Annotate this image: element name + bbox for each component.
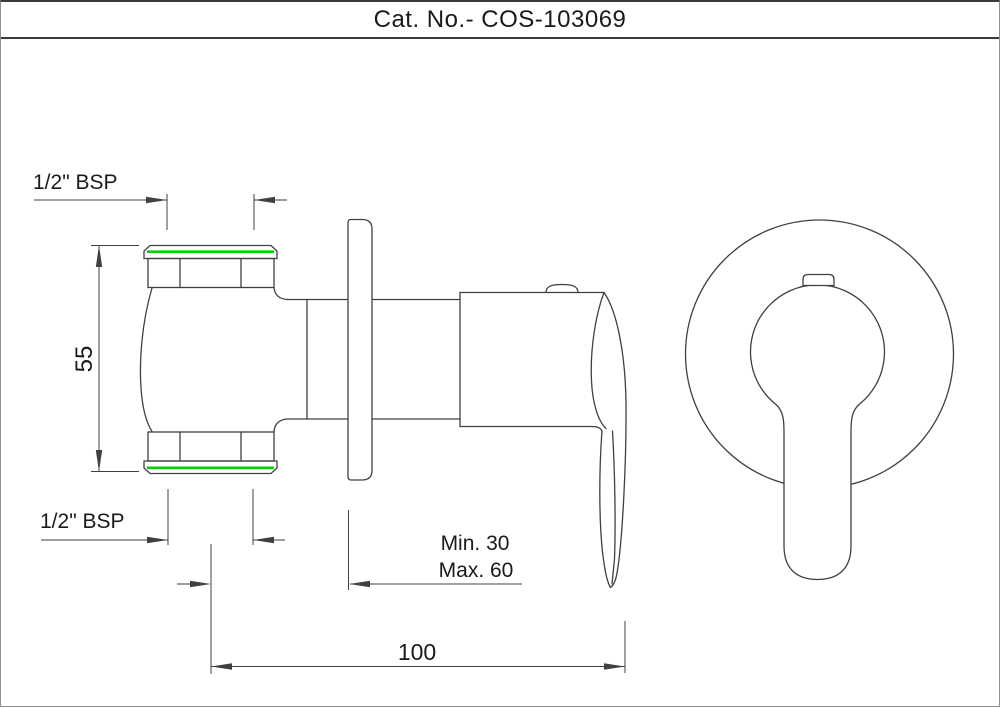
index-button-front xyxy=(802,273,835,287)
lever-outer-edge xyxy=(603,291,627,589)
index-button-side xyxy=(545,283,579,294)
valve-body-curve xyxy=(139,287,153,433)
lever-inner-upper-edge xyxy=(590,291,607,430)
thread-size-label-top: 1/2" BSP xyxy=(33,171,118,194)
handle-body-bottom-edge xyxy=(459,425,603,432)
sleeve-top-left xyxy=(273,286,349,301)
thread-size-label-bottom: 1/2" BSP xyxy=(40,510,125,533)
height-dimension-label: 55 xyxy=(71,345,98,373)
catalog-number: Cat. No.- COS-103069 xyxy=(373,5,627,33)
bottom-connector-cap xyxy=(143,460,278,475)
min-depth-label: Min. 30 xyxy=(440,532,510,555)
lever-knob-and-grip xyxy=(749,284,886,581)
dim-centerline xyxy=(177,544,212,674)
length-dimension-label: 100 xyxy=(397,639,437,665)
lever-face-crease xyxy=(611,430,616,585)
dim-height-55 xyxy=(91,245,139,472)
wall-flange xyxy=(347,218,373,481)
bottom-hex-nut xyxy=(147,431,275,462)
top-hex-nut xyxy=(147,257,275,289)
dim-thread-bottom xyxy=(41,489,285,545)
front-view xyxy=(684,219,955,581)
dim-wall-depth xyxy=(348,510,522,590)
max-depth-label: Max. 60 xyxy=(438,559,514,582)
dim-thread-top xyxy=(34,194,287,230)
lever-inner-lower-edge xyxy=(599,430,612,589)
sleeve-bottom-left xyxy=(273,418,349,433)
dimensions xyxy=(34,194,626,674)
dim-length-100 xyxy=(211,621,626,673)
side-view xyxy=(139,218,627,589)
title-bar: Cat. No.- COS-103069 xyxy=(1,2,999,39)
top-connector-cap xyxy=(143,244,278,260)
